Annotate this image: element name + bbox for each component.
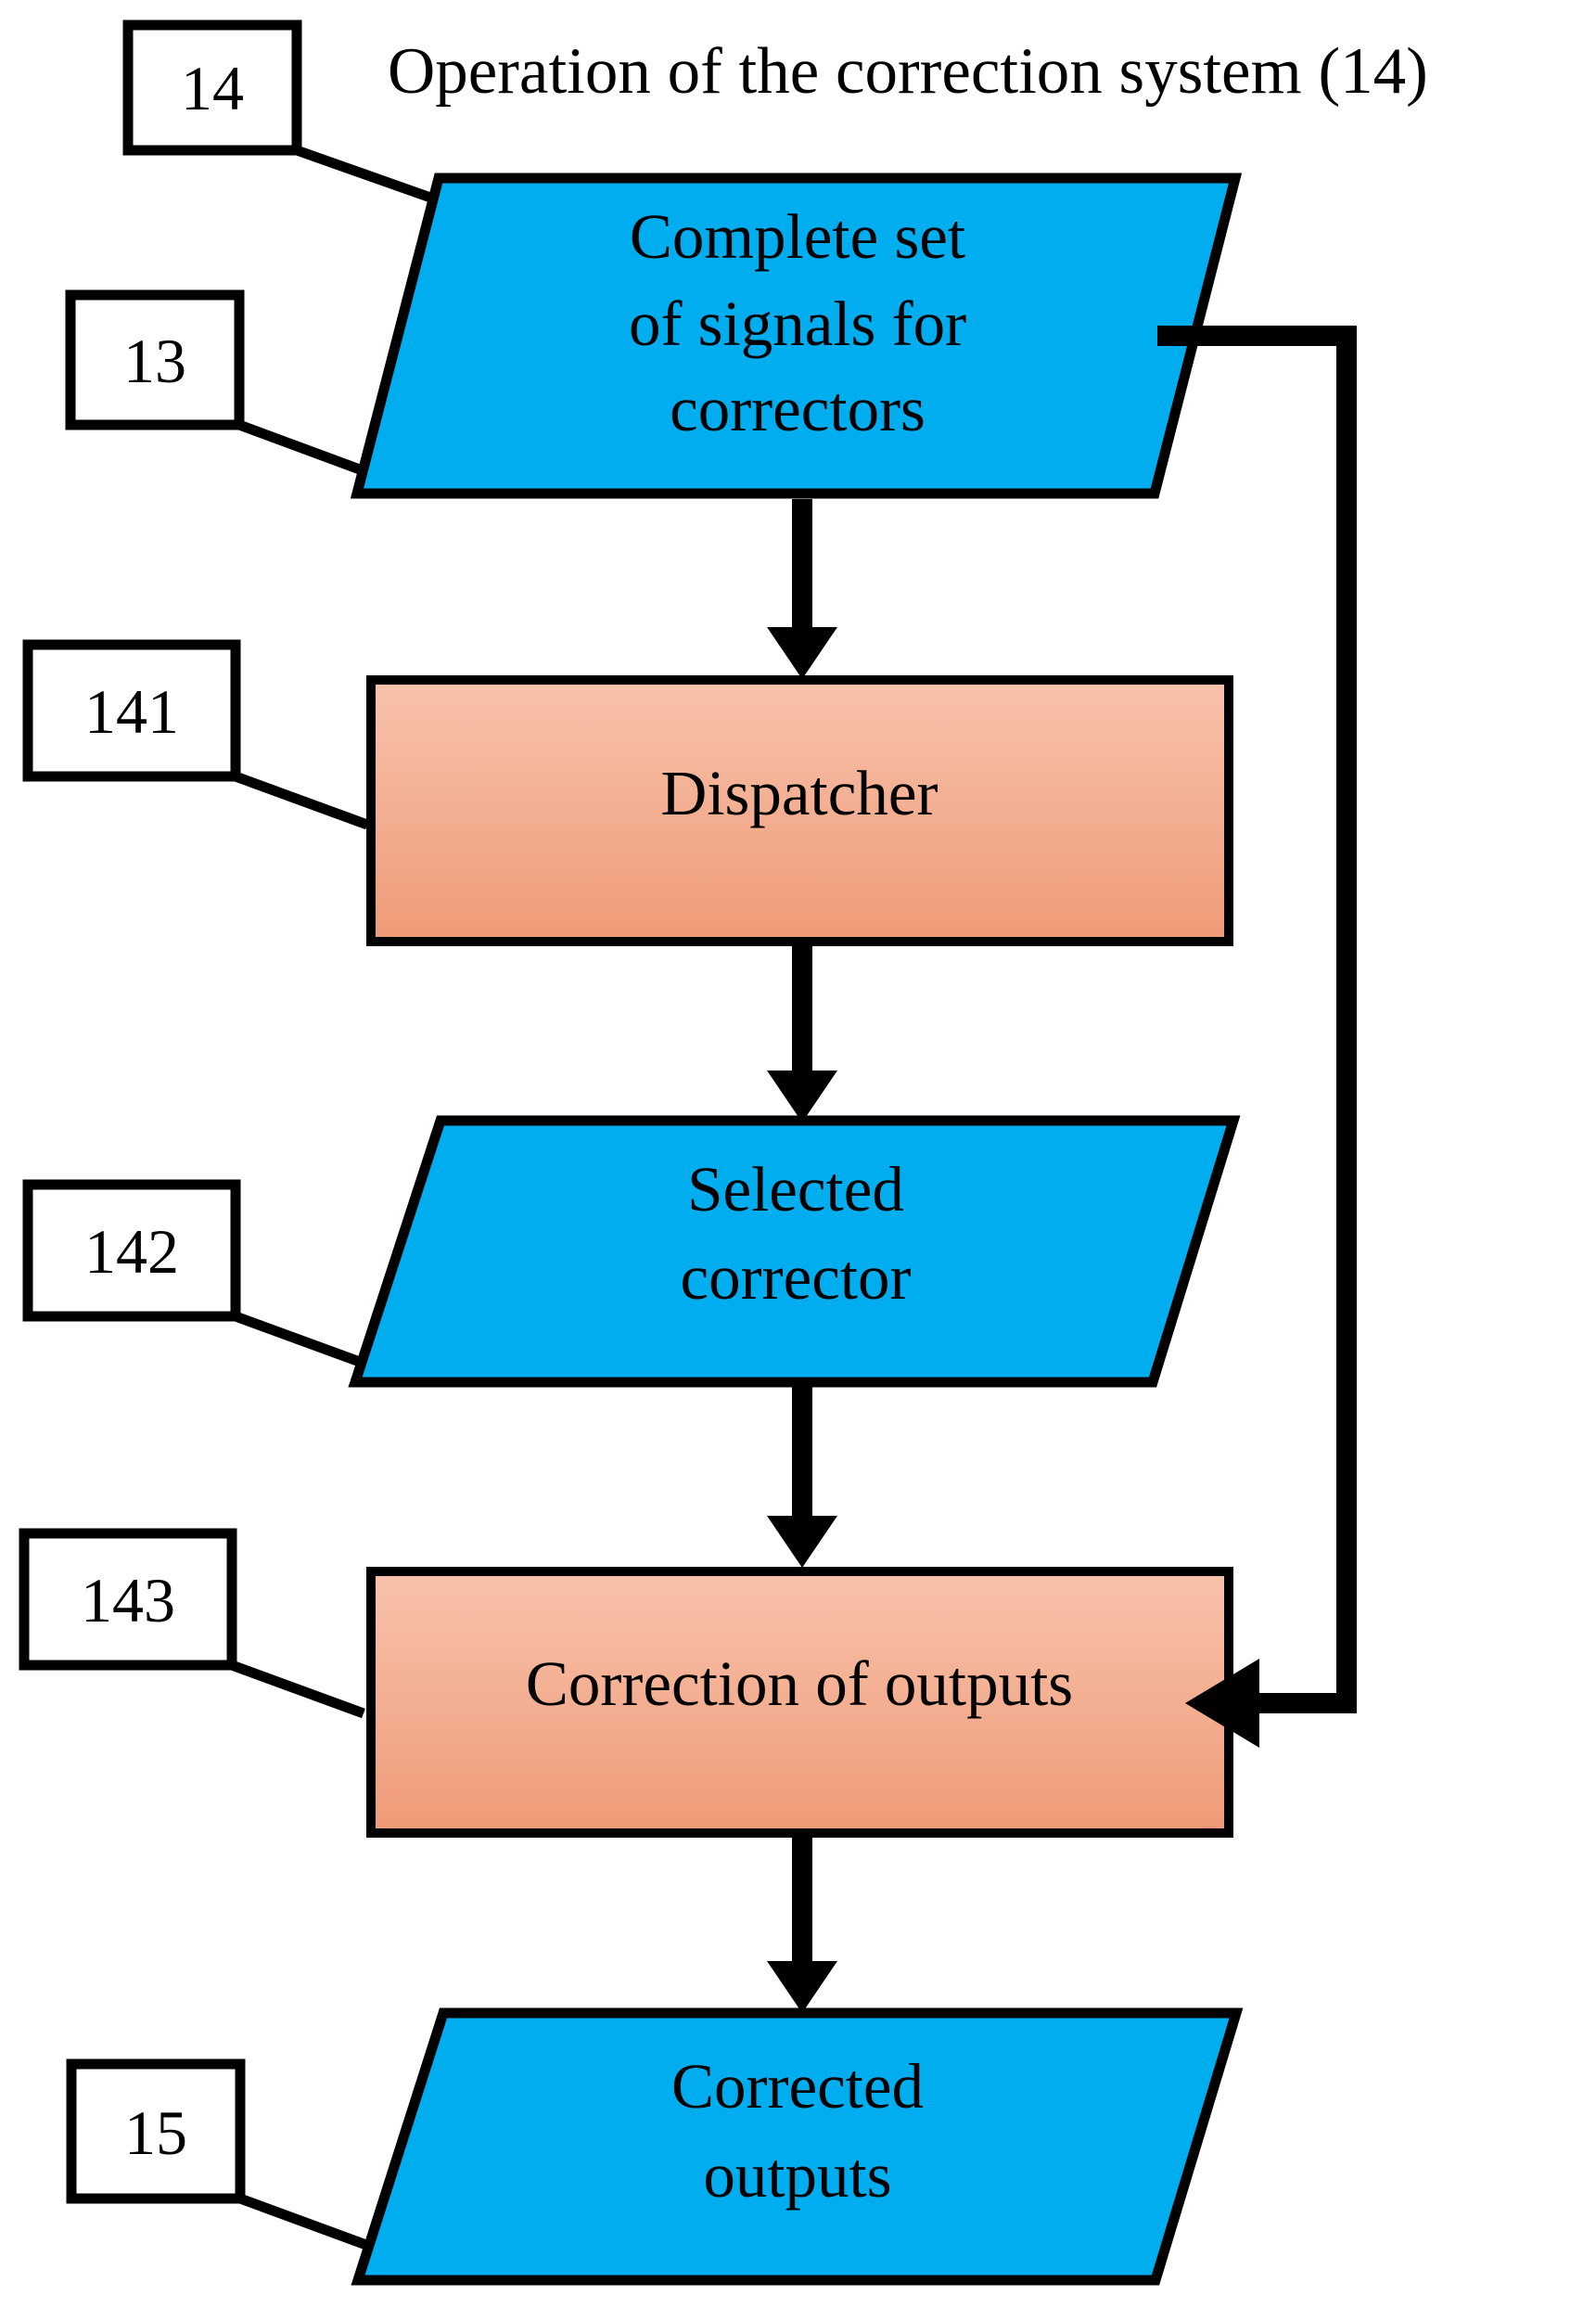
- callout-13-box: [65, 289, 245, 430]
- callout-13-leader-line: [237, 419, 377, 481]
- callout-143-leader-line: [230, 1660, 365, 1719]
- node-dispatcher-shape[interactable]: [366, 675, 1233, 946]
- callout-142-box: [22, 1179, 241, 1322]
- callout-15-box: [66, 2058, 246, 2204]
- node-corrected-outputs-line-1: Corrected: [671, 2051, 924, 2122]
- edge-selected-to-correction-arrowhead: [767, 1516, 837, 1568]
- callout-143-box: [19, 1528, 237, 1671]
- callout-141: 141: [22, 639, 369, 830]
- callout-142-label: 142: [84, 1216, 179, 1287]
- node-dispatcher-label: Dispatcher: [661, 758, 938, 828]
- node-selected-corrector[interactable]: Selected corrector: [348, 1115, 1241, 1388]
- edge-correction-to-corrected-arrowhead: [767, 1961, 837, 2013]
- callout-15-label: 15: [124, 2097, 187, 2168]
- callout-13-label: 13: [123, 326, 186, 396]
- edge-selected-to-correction: [767, 1386, 837, 1568]
- node-correction-of-outputs-shape[interactable]: [366, 1567, 1233, 1838]
- callout-141-label: 141: [84, 676, 179, 747]
- edge-feedback-bypass-arrowhead: [1185, 1659, 1259, 1748]
- callout-143-label: 143: [81, 1565, 175, 1635]
- callout-14-box: [122, 19, 302, 156]
- node-complete-set-shape[interactable]: [350, 173, 1243, 499]
- node-selected-corrector-shape[interactable]: [348, 1115, 1241, 1388]
- node-complete-set-line-1: Complete set: [630, 201, 965, 272]
- callout-14-label: 14: [181, 53, 244, 123]
- callout-15: 15: [66, 2058, 376, 2253]
- callout-142-leader-line: [234, 1311, 369, 1370]
- callout-143: 143: [19, 1528, 365, 1719]
- node-corrected-outputs-shape[interactable]: [351, 2007, 1244, 2286]
- edge-complete-to-dispatcher-arrowhead: [767, 627, 837, 679]
- node-selected-corrector-line-1: Selected: [687, 1154, 904, 1225]
- node-selected-corrector-line-2: corrector: [681, 1242, 912, 1313]
- edge-feedback-bypass-line: [1157, 326, 1357, 1713]
- node-dispatcher[interactable]: Dispatcher: [366, 675, 1233, 946]
- callout-141-box: [22, 639, 241, 782]
- node-correction-of-outputs[interactable]: Correction of outputs: [366, 1567, 1233, 1838]
- node-complete-set[interactable]: Complete set of signals for correctors: [350, 173, 1243, 499]
- edge-dispatcher-to-selected: [767, 942, 837, 1122]
- callout-142: 142: [22, 1179, 369, 1370]
- callout-13: 13: [65, 289, 377, 481]
- node-correction-of-outputs-label: Correction of outputs: [526, 1648, 1073, 1719]
- callout-15-leader-line: [238, 2193, 376, 2253]
- edge-dispatcher-to-selected-arrowhead: [767, 1071, 837, 1122]
- node-complete-set-line-3: correctors: [670, 374, 926, 444]
- edge-correction-to-corrected: [767, 1835, 837, 2013]
- edge-feedback-bypass: [1157, 326, 1357, 1748]
- diagram-title: Operation of the correction system (14): [388, 35, 1428, 108]
- edge-complete-to-dispatcher: [767, 499, 837, 679]
- node-corrected-outputs[interactable]: Corrected outputs: [351, 2007, 1244, 2286]
- node-complete-set-line-2: of signals for: [629, 288, 966, 359]
- callout-141-leader-line: [234, 771, 369, 830]
- callout-14-leader-line: [295, 145, 438, 205]
- node-corrected-outputs-line-2: outputs: [703, 2140, 891, 2211]
- callout-14: 14: [122, 19, 438, 205]
